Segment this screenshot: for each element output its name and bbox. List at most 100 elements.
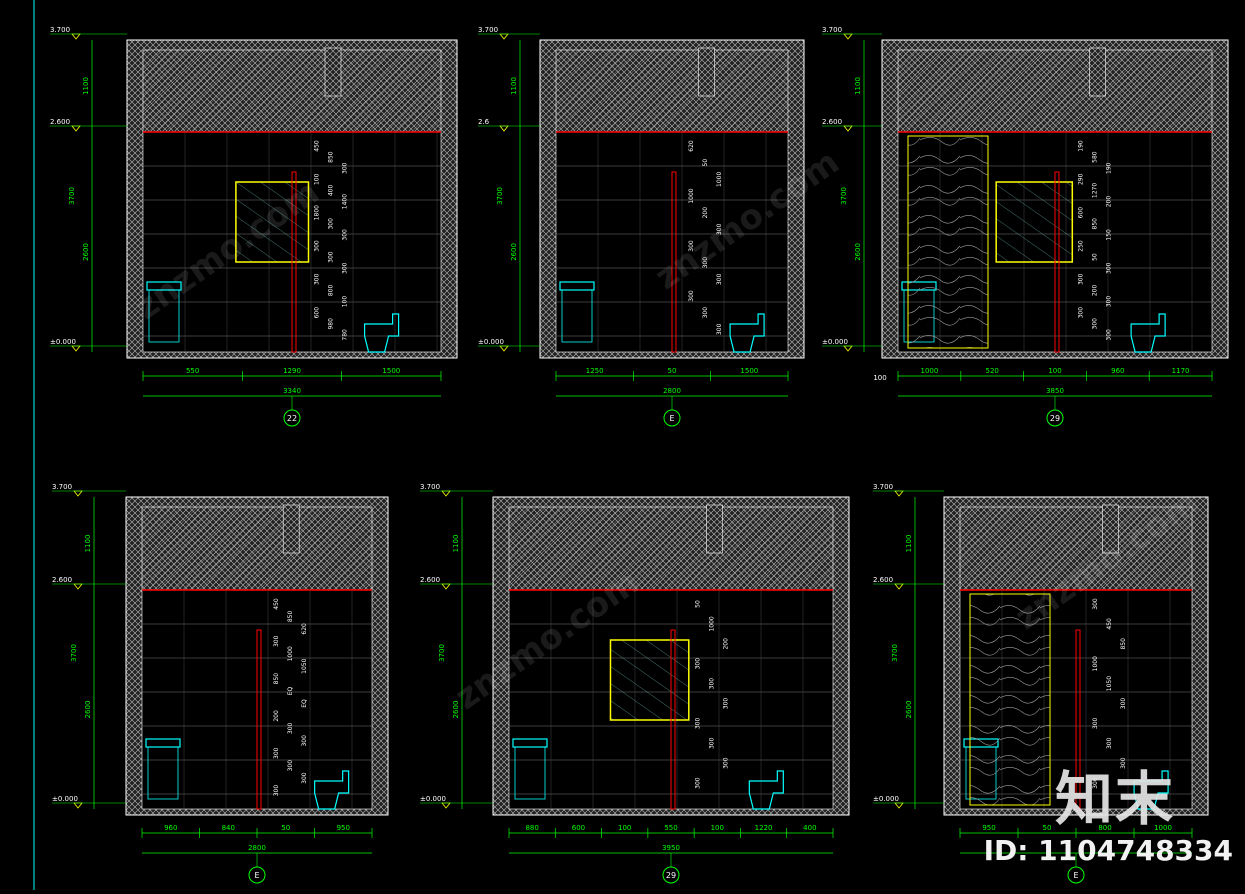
inner-dimension-label: 450	[1106, 618, 1113, 630]
ceiling-slab	[141, 506, 373, 591]
inner-dimension-label: 300	[313, 273, 320, 285]
level-marker	[73, 802, 83, 809]
inner-dimension-label: 300	[287, 722, 294, 734]
inner-dimension-label: 300	[1106, 262, 1113, 274]
dimension-label: 1170	[1172, 367, 1190, 375]
elevation-marker-label: E	[1073, 871, 1078, 880]
vanity-cabinet	[561, 289, 593, 343]
height-label: 1100	[905, 535, 913, 553]
height-label: 3700	[891, 644, 899, 662]
toilet-fixture	[729, 313, 765, 353]
inner-dimension-label: 300	[694, 777, 701, 789]
dimension-label: 400	[803, 824, 816, 832]
inner-dimension-label: 300	[1106, 329, 1113, 341]
level-label: 3.700	[822, 26, 842, 34]
watermark-logo: 知末	[1054, 765, 1175, 833]
marble-panel	[907, 135, 989, 349]
level-marker	[843, 125, 853, 132]
level-marker	[441, 583, 451, 590]
elevation-marker-label: 22	[287, 414, 297, 423]
dimension-label: 1000	[1154, 824, 1172, 832]
total-dimension-label: 3340	[283, 387, 301, 395]
dimension-label: 800	[1098, 824, 1111, 832]
level-marker	[499, 125, 509, 132]
marble-panel	[969, 593, 1051, 806]
inner-dimension-label: 300	[702, 307, 709, 319]
level-marker	[894, 802, 904, 809]
inner-dimension-label: 300	[1092, 777, 1099, 789]
level-label: 3.700	[478, 26, 498, 34]
level-label: ±0.000	[478, 338, 504, 346]
dimension-label: 100	[873, 374, 886, 382]
level-label: ±0.000	[873, 795, 899, 803]
toilet-fixture	[1133, 770, 1169, 810]
beam-drop	[324, 47, 342, 97]
vanity-cabinet	[147, 746, 179, 800]
beam-drop	[282, 504, 300, 554]
inner-dimension-label: 300	[688, 240, 695, 252]
height-label: 3700	[840, 187, 848, 205]
ceiling-slab	[897, 49, 1213, 133]
level-marker	[71, 33, 81, 40]
height-label: 2600	[510, 243, 518, 261]
inner-dimension-label: 300	[1078, 273, 1085, 285]
height-label: 3700	[70, 644, 78, 662]
beam-drop	[706, 504, 723, 554]
inner-dimension-label: 300	[716, 223, 723, 235]
inner-dimension-label: 190	[1078, 140, 1085, 152]
ceiling-slab	[555, 49, 789, 133]
inner-dimension-label: 50	[694, 600, 701, 608]
dimension-label: 950	[337, 824, 350, 832]
inner-dimension-label: 450	[313, 140, 320, 152]
ceiling-slab	[959, 506, 1193, 591]
inner-dimension-label: 300	[694, 717, 701, 729]
inner-dimension-label: 1400	[341, 194, 348, 209]
inner-dimension-label: 450	[273, 598, 280, 610]
inner-dimension-label: 300	[1106, 737, 1113, 749]
toilet-fixture	[314, 770, 350, 810]
level-label: 3.700	[50, 26, 70, 34]
inner-dimension-label: 250	[1078, 240, 1085, 252]
inner-dimension-label: 200	[1106, 196, 1113, 208]
inner-dimension-label: 300	[722, 698, 729, 710]
inner-dimension-label: 300	[716, 323, 723, 335]
inner-dimension-label: 300	[301, 772, 308, 784]
inner-dimension-label: 980	[327, 318, 334, 330]
pipe	[671, 171, 677, 353]
dimension-label: 1500	[382, 367, 400, 375]
inner-dimension-label: 50	[702, 159, 709, 167]
inner-dimension-label: 300	[1106, 296, 1113, 308]
inner-dimension-label: 300	[716, 273, 723, 285]
inner-dimension-label: 300	[694, 658, 701, 670]
watermark-id: ID: 1104748334	[983, 834, 1233, 867]
inner-dimension-label: 1000	[688, 188, 695, 203]
inner-dimension-label: 190	[1106, 162, 1113, 174]
inner-dimension-label: 1000	[708, 616, 715, 631]
elevation-marker-label: E	[669, 414, 674, 423]
dimension-label: 950	[982, 824, 995, 832]
level-marker	[499, 345, 509, 352]
level-marker	[894, 490, 904, 497]
dimension-label: 50	[1043, 824, 1052, 832]
level-label: 2.600	[420, 576, 440, 584]
inner-dimension-label: 300	[708, 737, 715, 749]
level-label: 3.700	[420, 483, 440, 491]
level-label: ±0.000	[822, 338, 848, 346]
inner-dimension-label: 850	[287, 611, 294, 623]
level-marker	[73, 583, 83, 590]
total-dimension-label: 3850	[1046, 387, 1064, 395]
beam-drop	[1102, 504, 1119, 554]
vanity-cabinet	[514, 746, 546, 800]
inner-dimension-label: 300	[722, 757, 729, 769]
inner-dimension-label: 300	[287, 760, 294, 772]
inner-dimension-label: 300	[1120, 757, 1127, 769]
inner-dimension-label: 1050	[1106, 676, 1113, 691]
dimension-label: 840	[222, 824, 235, 832]
inner-dimension-label: 850	[327, 151, 334, 163]
height-label: 2600	[82, 243, 90, 261]
